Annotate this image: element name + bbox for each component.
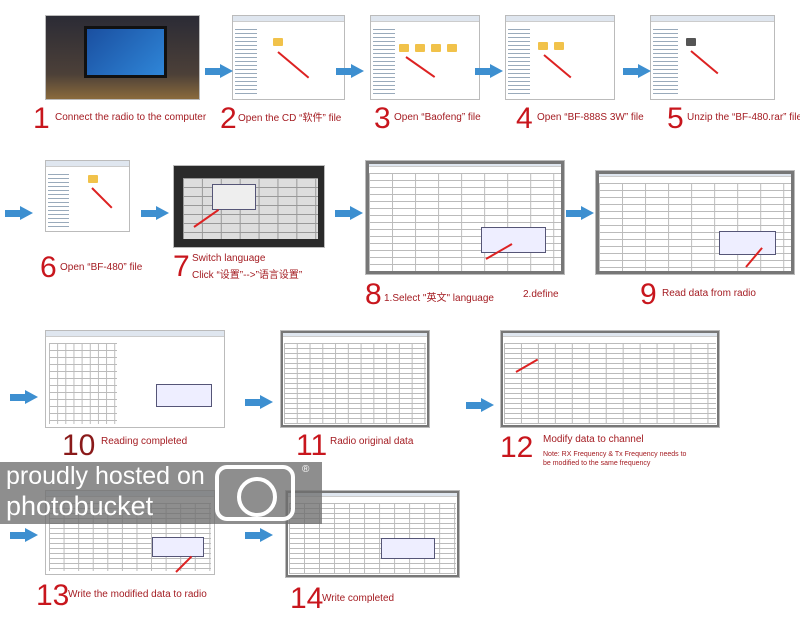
registered-mark: ® <box>302 464 310 475</box>
step-caption-line2: 2.define <box>523 289 559 300</box>
step-number: 12 <box>500 431 534 464</box>
step-caption: Unzip the “BF-480.rar” file <box>687 112 800 123</box>
arrow-icon <box>10 390 38 404</box>
arrow-icon <box>335 206 363 220</box>
step-caption: Reading completed <box>101 436 188 447</box>
step-2-screenshot <box>232 15 345 100</box>
step-note: Note: RX Frequency & Tx Frequency needs … <box>543 451 687 467</box>
arrow-icon <box>10 528 38 542</box>
arrow-icon <box>466 398 494 412</box>
step-11-screenshot <box>280 330 430 428</box>
step-caption-line2: Click “设置”-->”语言设置” <box>192 270 303 281</box>
step-caption: Switch language <box>192 253 266 264</box>
step-12-screenshot <box>500 330 720 428</box>
arrow-icon <box>141 206 169 220</box>
step-number: 8 <box>365 278 382 311</box>
step-number: 11 <box>296 429 328 462</box>
arrow-icon <box>475 64 503 78</box>
step-caption: Open the CD “软件” file <box>238 113 342 124</box>
step-caption: Open “BF-888S 3W” file <box>537 112 644 123</box>
laptop-image <box>84 25 167 78</box>
step-number: 4 <box>516 102 533 135</box>
arrow-icon <box>566 206 594 220</box>
watermark-line1: proudly hosted on <box>6 462 205 490</box>
arrow-icon <box>5 206 33 220</box>
camera-icon <box>215 465 295 521</box>
step-caption: Write the modified data to radio <box>68 589 207 600</box>
step-number: 3 <box>374 102 391 135</box>
arrow-icon <box>623 64 651 78</box>
step-caption: 1.Select "英文" language <box>384 293 494 304</box>
step-caption: Open “BF-480” file <box>60 262 143 273</box>
watermark-line2: photobucket <box>6 491 154 521</box>
step-caption: Open “Baofeng” file <box>394 112 481 123</box>
arrow-icon <box>245 528 273 542</box>
step-number: 1 <box>33 102 50 135</box>
step-caption: Modify data to channel <box>543 434 644 445</box>
step-caption: Radio original data <box>330 436 414 447</box>
step-number: 10 <box>62 429 96 462</box>
step-number: 2 <box>220 102 237 135</box>
step-caption: Connect the radio to the computer <box>55 112 207 123</box>
arrow-icon <box>205 64 233 78</box>
step-3-screenshot <box>370 15 480 100</box>
step-number: 5 <box>667 102 684 135</box>
step-number: 9 <box>640 278 657 311</box>
step-5-screenshot <box>650 15 775 100</box>
step-8-screenshot <box>365 160 565 275</box>
photobucket-watermark: proudly hosted on photobucket ® <box>0 462 322 524</box>
step-number: 13 <box>36 579 70 612</box>
step-9-screenshot <box>595 170 795 275</box>
step-10-screenshot <box>45 330 225 428</box>
step-number: 14 <box>290 582 324 615</box>
step-4-screenshot <box>505 15 615 100</box>
step-caption: Read data from radio <box>662 288 756 299</box>
step-caption: Write completed <box>322 593 395 604</box>
arrow-icon <box>336 64 364 78</box>
step-6-screenshot <box>45 160 130 232</box>
arrow-icon <box>245 395 273 409</box>
step-number: 7 <box>173 250 190 283</box>
step-7-photo <box>173 165 325 248</box>
step-number: 6 <box>40 251 57 284</box>
step-1-photo <box>45 15 200 100</box>
